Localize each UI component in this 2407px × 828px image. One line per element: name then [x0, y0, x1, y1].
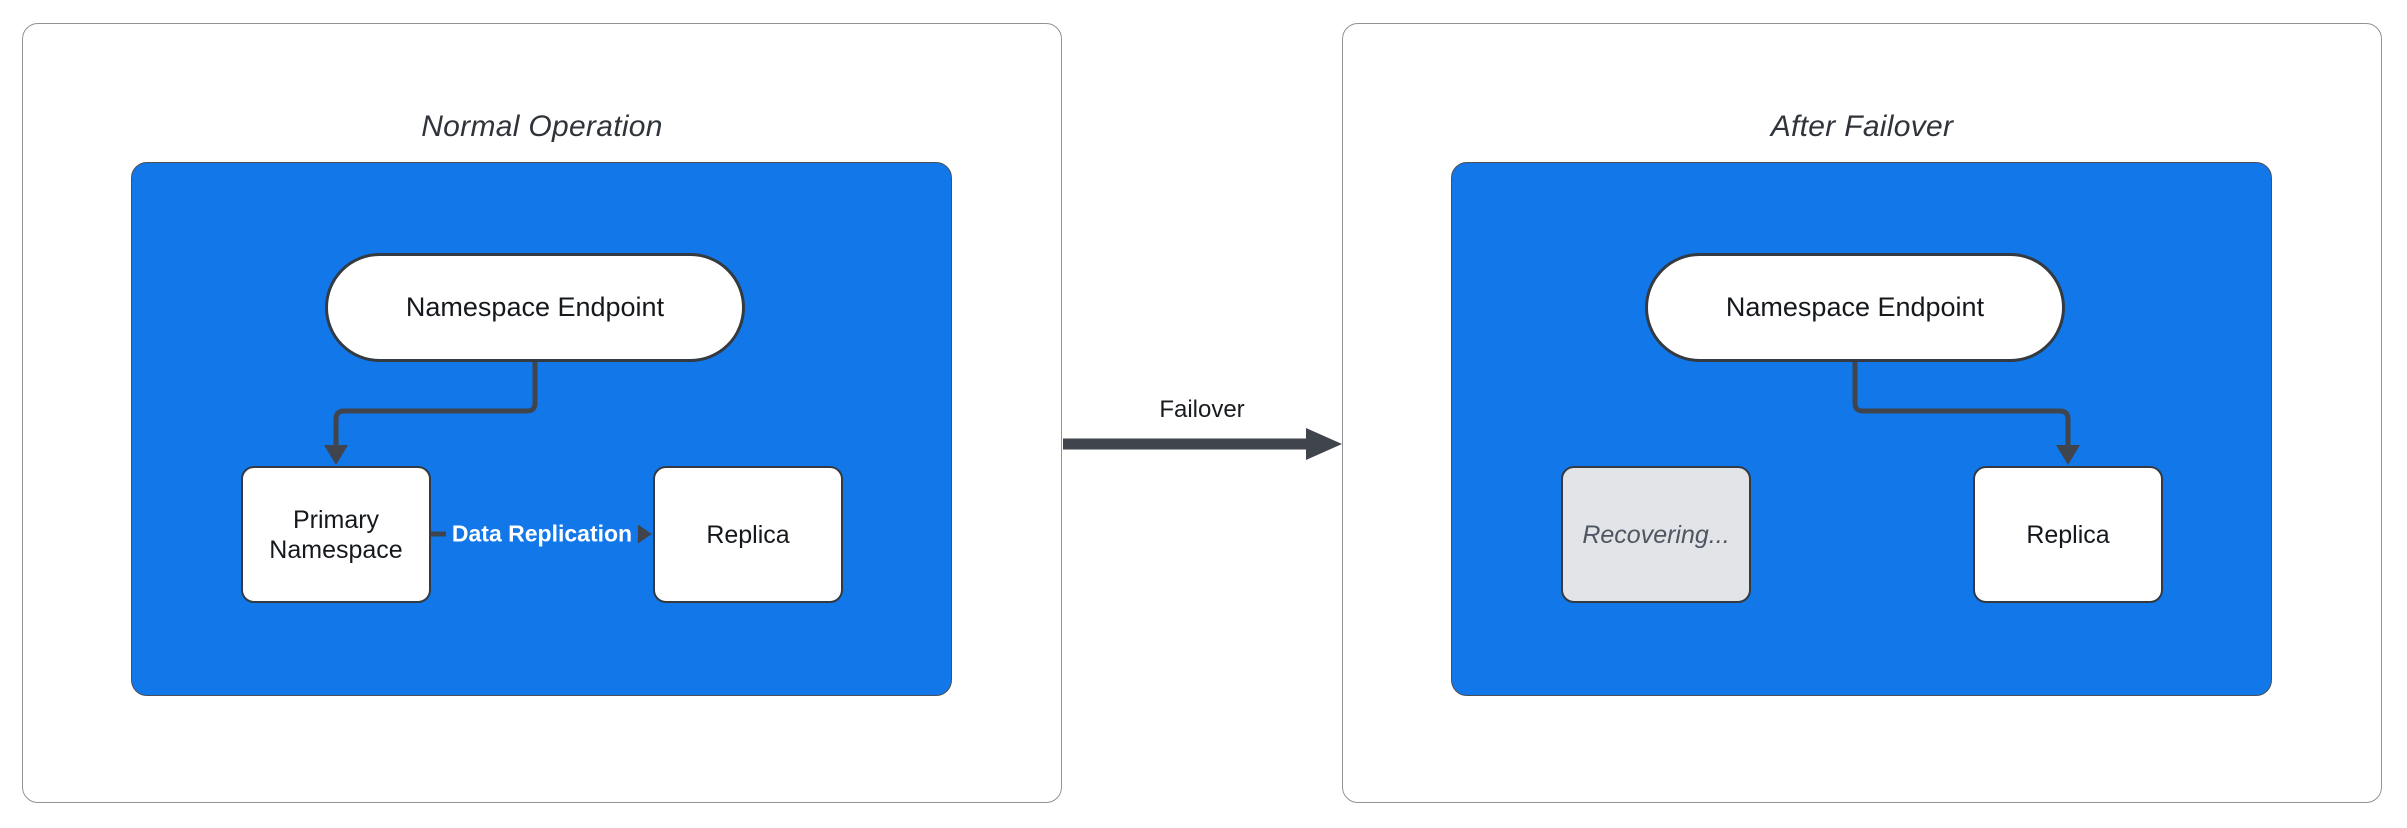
replica-label: Replica — [706, 520, 790, 549]
connector-lines — [324, 359, 652, 546]
recovering-node: Recovering... — [1561, 466, 1751, 603]
failover-arrowhead-icon — [1306, 428, 1342, 460]
panel-title: After Failover — [1770, 110, 1954, 143]
connector-lines — [1852, 359, 2080, 465]
endpoint-to-primary-arrowhead-icon — [324, 445, 348, 465]
namespace-endpoint-label: Namespace Endpoint — [405, 292, 665, 322]
endpoint-to-replica-edge — [1852, 359, 2071, 450]
namespace-cluster: Namespace Endpoint Recovering... Replica — [1451, 162, 2272, 696]
panel-after-failover: After Failover Namespace Endpoint Recove… — [1342, 23, 2382, 803]
namespace-endpoint-node: Namespace Endpoint — [1645, 253, 2065, 362]
primary-namespace-node: Primary Namespace — [241, 466, 431, 603]
panel-title: Normal Operation — [421, 110, 663, 143]
namespace-endpoint-label: Namespace Endpoint — [1725, 292, 1985, 322]
failover-transition-label: Failover — [1159, 396, 1245, 423]
replica-label: Replica — [2026, 520, 2110, 549]
namespace-cluster: Namespace Endpoint Primary Namespace Rep… — [131, 162, 952, 696]
panel-normal-operation: Normal Operation Namespace Endpoint Prim… — [22, 23, 1062, 803]
recovering-label: Recovering... — [1582, 520, 1730, 549]
primary-namespace-label: Primary Namespace — [269, 505, 403, 564]
replica-node: Replica — [653, 466, 843, 603]
namespace-endpoint-node: Namespace Endpoint — [325, 253, 745, 362]
replica-node: Replica — [1973, 466, 2163, 603]
endpoint-to-replica-arrowhead-icon — [2056, 445, 2080, 465]
data-replication-edge-label: Data Replication — [445, 518, 639, 550]
endpoint-to-primary-edge — [333, 359, 538, 450]
